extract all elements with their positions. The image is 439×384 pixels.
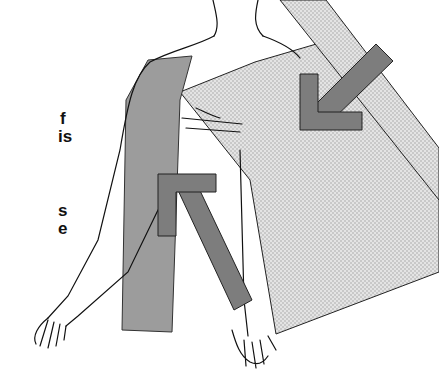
tape-strip: [280, 0, 439, 200]
hand-outline: [232, 330, 276, 368]
text-fragment: is: [58, 128, 72, 146]
arrow-head: [158, 174, 216, 236]
arrow-head: [300, 74, 362, 130]
neck-line: [213, 0, 217, 36]
strap-line: [182, 118, 242, 124]
strap-line: [186, 128, 240, 132]
body-outline: [35, 0, 300, 368]
neck-line: [256, 0, 263, 36]
direction-arrow: [300, 44, 393, 130]
stippled-region: [180, 40, 439, 334]
torso-outline: [240, 150, 248, 336]
direction-arrow: [158, 174, 252, 310]
text-fragment: f: [60, 110, 66, 128]
hand-outline: [35, 318, 66, 348]
arrow-shaft: [176, 178, 252, 310]
arm-outline: [66, 210, 158, 326]
text-fragment: e: [58, 220, 67, 238]
text-fragment: s: [58, 202, 67, 220]
strap-line: [196, 108, 220, 118]
shoulder-line: [263, 36, 300, 58]
